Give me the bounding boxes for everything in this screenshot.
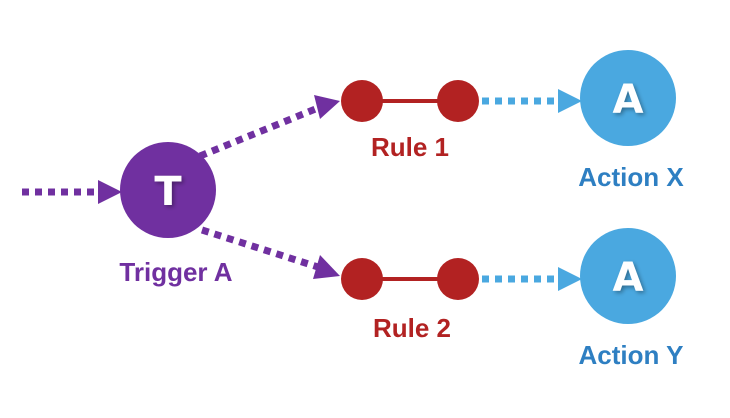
trigger-node: T — [120, 142, 216, 238]
action-x-node: A — [580, 50, 676, 146]
rule-1-label: Rule 1 — [371, 132, 449, 162]
rule-1-to-action-x-arrow — [482, 89, 582, 113]
rule-2-node — [341, 258, 479, 300]
incoming-arrow — [22, 180, 122, 204]
action-y-node: A — [580, 228, 676, 324]
trigger-letter: T — [154, 169, 182, 215]
action-y-letter: A — [613, 255, 644, 301]
trigger-to-rule-1-arrow — [198, 95, 340, 160]
action-x-letter: A — [613, 77, 644, 123]
trigger-label: Trigger A — [119, 257, 232, 287]
rule-2-label: Rule 2 — [373, 313, 451, 343]
action-y-label: Action Y — [579, 340, 684, 370]
rule-2-to-action-y-arrow — [482, 267, 582, 291]
trigger-to-rule-2-arrow — [200, 226, 340, 279]
rule-1-node — [341, 80, 479, 122]
action-x-label: Action X — [578, 162, 684, 192]
